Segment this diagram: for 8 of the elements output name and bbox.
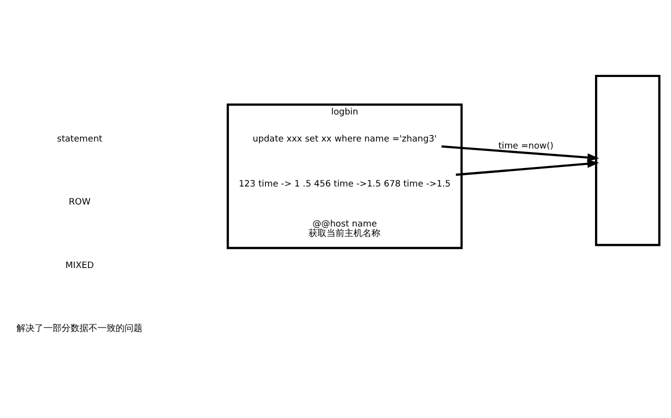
node-text: update xxx set xx where name ='zhang3' — [252, 134, 437, 144]
label: 解决了一部分数据不一致的问题 — [16, 324, 143, 334]
node-text: 123 time -> 1 .5 456 time ->1.5 678 time ->1.5 — [238, 179, 451, 190]
label: MIXED — [65, 260, 94, 271]
node-text: @@host name 获取当前主机名称 — [308, 219, 381, 239]
label: ROW — [68, 198, 91, 208]
label: statement — [56, 134, 102, 144]
edge-label: time =now() — [498, 141, 554, 152]
